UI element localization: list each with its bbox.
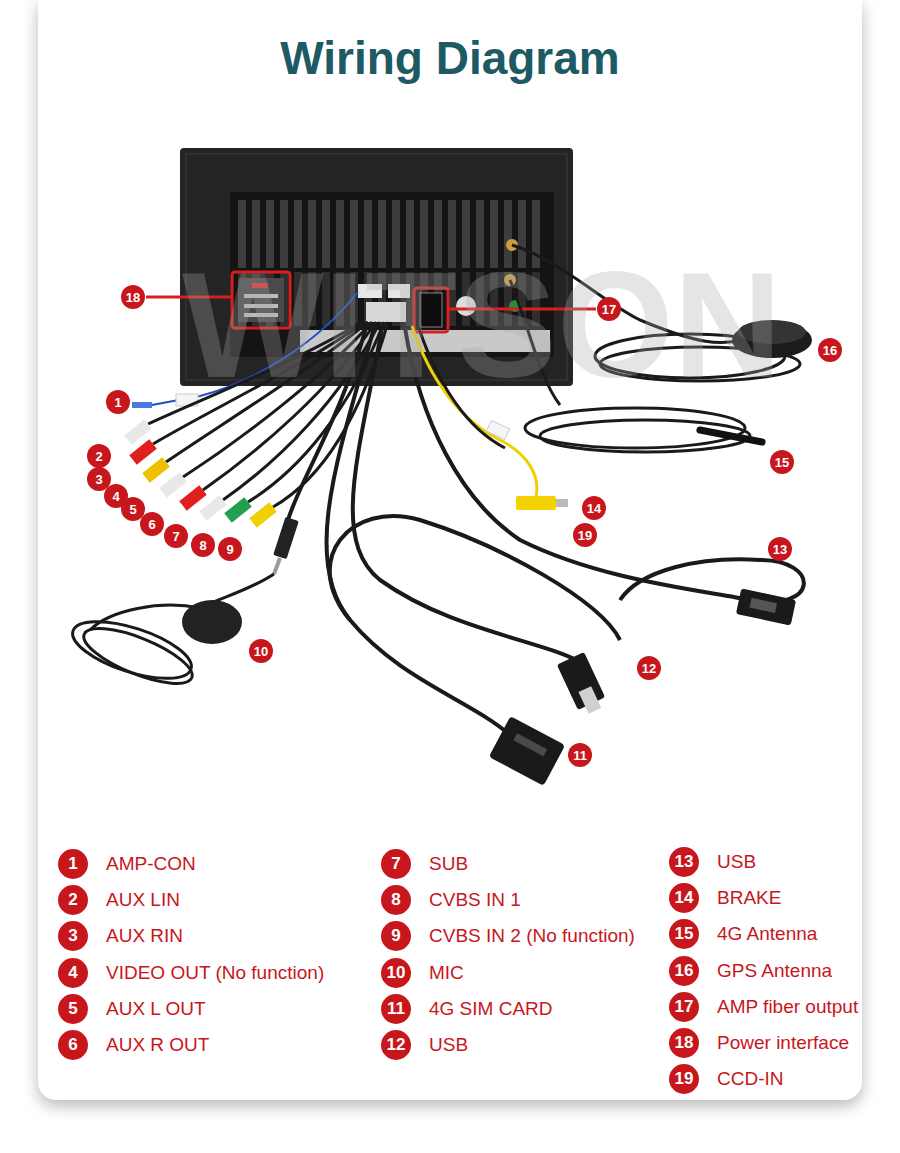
- jack-tip: [274, 558, 280, 574]
- callout-number: 15: [770, 450, 794, 474]
- callout-number: 18: [121, 285, 145, 309]
- rca-plugs: [128, 424, 273, 523]
- key-text: 4G SIM CARD: [429, 997, 553, 1021]
- diagram-title: Wiring Diagram: [0, 30, 900, 86]
- rca-plug: [146, 462, 166, 478]
- key-text: BRAKE: [717, 886, 781, 910]
- callout-number: 10: [249, 639, 273, 663]
- key-text: 4G Antenna: [717, 922, 817, 946]
- key-number: 13: [669, 847, 699, 877]
- rca-plug: [183, 490, 203, 506]
- cable-loop: [77, 618, 198, 695]
- callout-number: 8: [191, 533, 215, 557]
- rca-plug: [133, 444, 153, 460]
- key-text: SUB: [429, 852, 468, 876]
- rca-plug: [163, 477, 183, 493]
- rca-plug: [203, 500, 223, 516]
- callout-number: 13: [768, 537, 792, 561]
- usb-port: [750, 598, 778, 613]
- antenna-rod: [700, 430, 762, 442]
- key-number: 12: [381, 1030, 411, 1060]
- callout-number: 14: [582, 496, 606, 520]
- key-number: 2: [58, 885, 88, 915]
- key-number: 7: [381, 849, 411, 879]
- rca-plug: [228, 502, 248, 518]
- key-text: AUX RIN: [106, 924, 183, 948]
- callout-number: 1: [106, 390, 130, 414]
- key-number: 8: [381, 885, 411, 915]
- key-text: USB: [717, 850, 756, 874]
- key-text: CVBS IN 2 (No function): [429, 924, 635, 948]
- callout-number: 16: [818, 338, 842, 362]
- callout-number: 11: [568, 743, 592, 767]
- microphone: [182, 600, 242, 644]
- key-number: 14: [669, 883, 699, 913]
- callout-number: 2: [87, 444, 111, 468]
- usb-plug: [736, 588, 796, 625]
- mic-cable: [66, 574, 274, 694]
- usb-port: [578, 686, 601, 714]
- callout-number: 12: [637, 656, 661, 680]
- rca-plug: [516, 496, 556, 510]
- key-number: 5: [58, 994, 88, 1024]
- key-number: 1: [58, 849, 88, 879]
- audio-jack: [273, 517, 299, 559]
- key-text: AUX R OUT: [106, 1033, 209, 1057]
- sim-slot: [489, 716, 565, 786]
- callout-number: 6: [140, 512, 164, 536]
- key-text: CCD-IN: [717, 1067, 784, 1091]
- cable-loop: [66, 610, 198, 690]
- key-text: AUX LIN: [106, 888, 180, 912]
- key-text: Power interface: [717, 1031, 849, 1055]
- rca-tip: [556, 499, 568, 507]
- key-number: 11: [381, 994, 411, 1024]
- key-number: 18: [669, 1028, 699, 1058]
- key-text: VIDEO OUT (No function): [106, 961, 324, 985]
- key-number: 10: [381, 958, 411, 988]
- watermark: WITSON: [182, 245, 782, 405]
- callout-number: 17: [597, 297, 621, 321]
- callout-number: 9: [218, 537, 242, 561]
- cable-loop: [620, 559, 804, 601]
- rca-plug: [128, 424, 148, 440]
- key-text: GPS Antenna: [717, 959, 832, 983]
- key-number: 16: [669, 956, 699, 986]
- key-number: 4: [58, 958, 88, 988]
- key-number: 17: [669, 992, 699, 1022]
- key-text: AUX L OUT: [106, 997, 206, 1021]
- key-text: AMP fiber output: [717, 995, 858, 1019]
- key-text: AMP-CON: [106, 852, 196, 876]
- key-number: 6: [58, 1030, 88, 1060]
- key-number: 19: [669, 1064, 699, 1094]
- callout-number: 19: [573, 523, 597, 547]
- wire-tip: [132, 402, 152, 408]
- key-text: CVBS IN 1: [429, 888, 521, 912]
- key-text: MIC: [429, 961, 464, 985]
- cable-loop: [330, 516, 620, 640]
- callout-number: 7: [164, 524, 188, 548]
- key-text: USB: [429, 1033, 468, 1057]
- cable-tag: [486, 420, 509, 439]
- rca-plug: [253, 507, 273, 523]
- sim-opening: [513, 733, 547, 756]
